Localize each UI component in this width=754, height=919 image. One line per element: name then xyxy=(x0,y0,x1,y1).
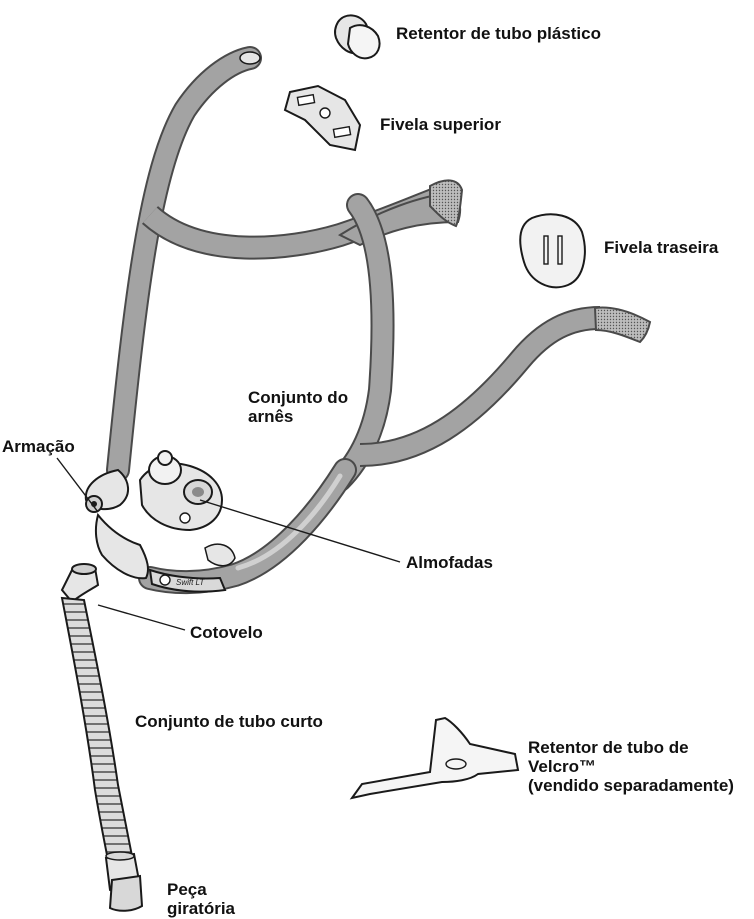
label-headgear-assembly: Conjunto do arnês xyxy=(248,388,348,426)
label-short-tube-text: Conjunto de tubo curto xyxy=(135,712,323,731)
nasal-pillows-cushion xyxy=(140,451,222,530)
swivel xyxy=(106,852,142,911)
label-frame-text: Armação xyxy=(2,437,75,456)
label-cushions-text: Almofadas xyxy=(406,553,493,572)
label-swivel-line2: giratória xyxy=(167,899,235,918)
label-elbow: Cotovelo xyxy=(190,623,263,642)
label-headgear-line1: Conjunto do xyxy=(248,388,348,407)
label-tube-retainer-plastic: Retentor de tubo plástico xyxy=(396,24,601,43)
label-velcro-retainer: Retentor de tubo de Velcro™ (vendido sep… xyxy=(528,738,734,795)
label-top-buckle-text: Fivela superior xyxy=(380,115,501,134)
label-top-buckle: Fivela superior xyxy=(380,115,501,134)
label-swivel: Peça giratória xyxy=(167,880,235,918)
label-frame: Armação xyxy=(2,437,75,456)
frame-brand-text: Swift LT xyxy=(176,578,205,587)
label-velcro-line3: (vendido separadamente) xyxy=(528,776,734,795)
label-velcro-line2: Velcro™ xyxy=(528,757,734,776)
label-tube-retainer-plastic-text: Retentor de tubo plástico xyxy=(396,24,601,43)
leader-elbow xyxy=(98,605,185,630)
top-buckle xyxy=(285,86,360,150)
velcro-tube-retainer xyxy=(352,718,518,798)
rear-buckle xyxy=(520,214,585,287)
label-cushions: Almofadas xyxy=(406,553,493,572)
headgear-lower-back-strap xyxy=(360,318,600,455)
label-rear-buckle: Fivela traseira xyxy=(604,238,718,257)
elbow xyxy=(62,564,98,602)
label-velcro-line1: Retentor de tubo de xyxy=(528,738,734,757)
label-swivel-line1: Peça xyxy=(167,880,235,899)
label-headgear-line2: arnês xyxy=(248,407,348,426)
label-elbow-text: Cotovelo xyxy=(190,623,263,642)
short-tube xyxy=(62,598,132,860)
label-short-tube: Conjunto de tubo curto xyxy=(135,712,323,731)
label-rear-buckle-text: Fivela traseira xyxy=(604,238,718,257)
plastic-tube-retainer xyxy=(335,15,380,58)
